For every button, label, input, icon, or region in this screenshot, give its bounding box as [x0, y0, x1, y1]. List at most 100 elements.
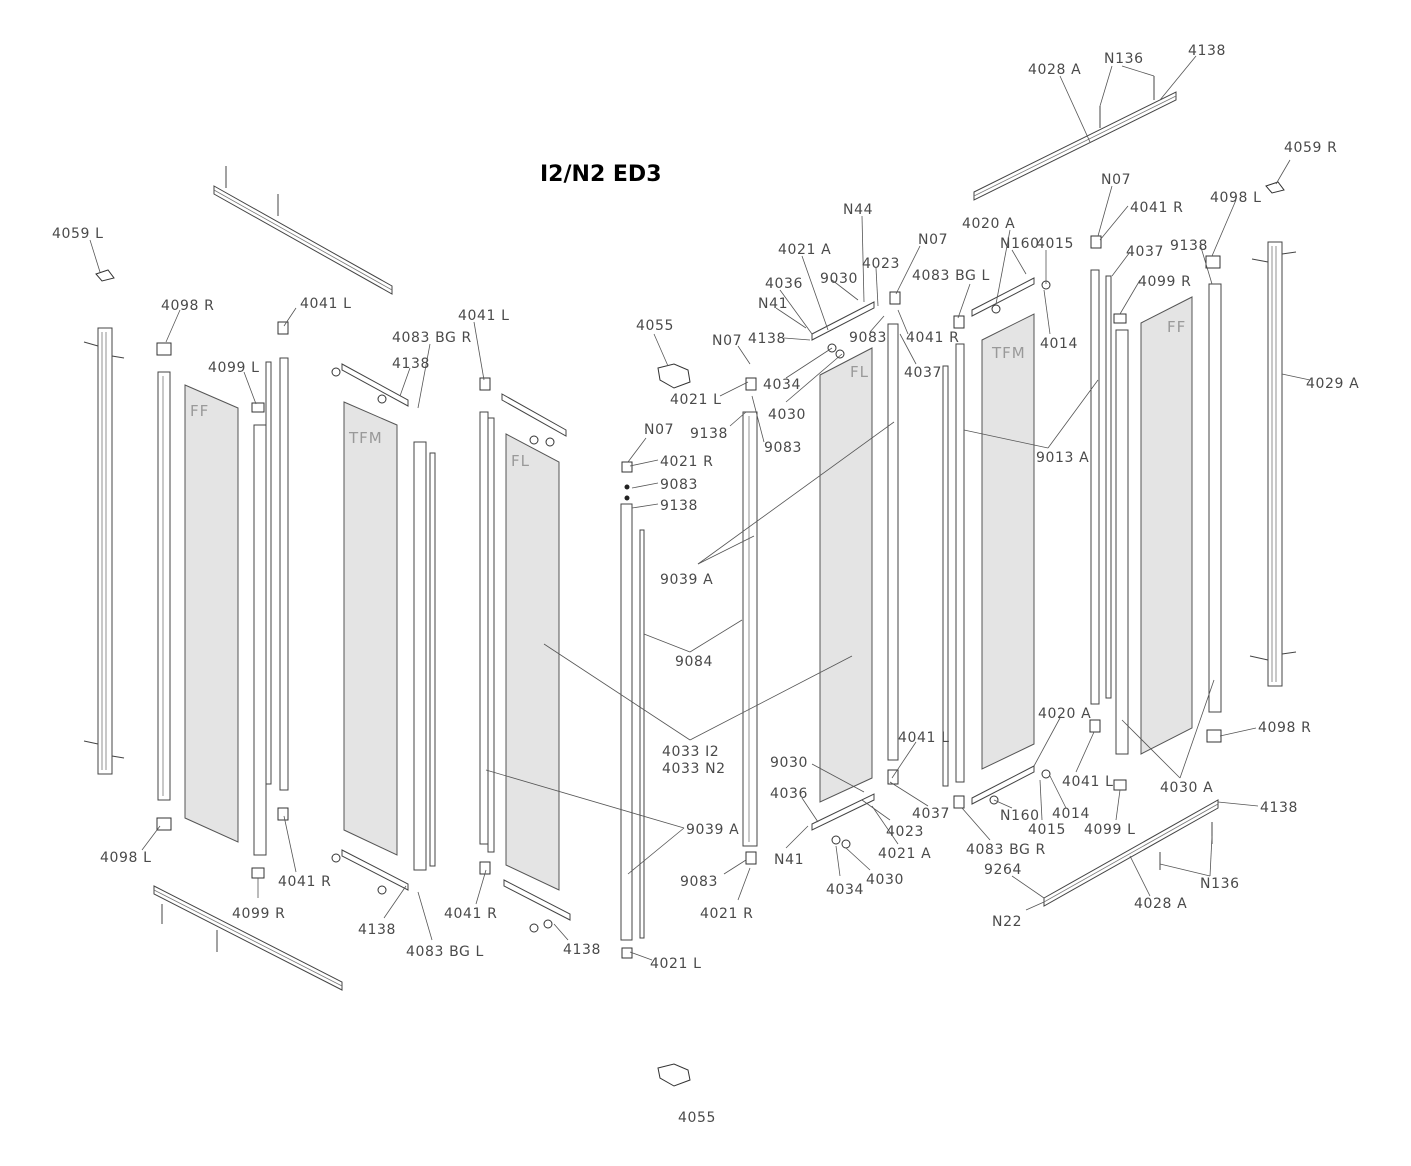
- label-4036-b: 4036: [770, 786, 808, 802]
- label-9083-c: 9083: [680, 874, 718, 890]
- label-4014-a: 4014: [1040, 336, 1078, 352]
- profile-central-corner: [620, 461, 645, 959]
- label-4099-r-r: 4099 R: [1138, 274, 1191, 290]
- label-9084: 9084: [675, 654, 713, 670]
- glass-label-tfm-right: TFM: [991, 344, 1026, 362]
- label-n07-a: N07: [712, 333, 742, 349]
- label-4033-i2: 4033 I2: [662, 744, 719, 760]
- label-9083-a: 9083: [764, 440, 802, 456]
- glass-label-ff-right: FF: [1167, 318, 1186, 336]
- label-4098-l-bot: 4098 L: [100, 850, 151, 866]
- label-9039-a-a: 9039 A: [660, 572, 713, 588]
- label-4028-a-bot: 4028 A: [1134, 896, 1187, 912]
- roller-bar-4021a-bottom: [811, 793, 875, 849]
- profile-4041-right: [1089, 235, 1112, 733]
- part-4059-left: [95, 269, 115, 282]
- profile-fl-left-vertical: [479, 377, 495, 875]
- profile-4099-left: [251, 361, 272, 879]
- part-4055-bottom: [657, 1063, 691, 1087]
- label-4037-b: 4037: [1126, 244, 1164, 260]
- label-4098-r-top: 4098 R: [161, 298, 214, 314]
- label-4138-e: 4138: [1188, 43, 1226, 59]
- label-n07-b: N07: [644, 422, 674, 438]
- label-9083-d: 9083: [849, 330, 887, 346]
- label-4021-r-b: 4021 R: [700, 906, 753, 922]
- roller-bar-fl-top: [501, 393, 567, 447]
- label-4021-l-b: 4021 L: [650, 956, 701, 972]
- profile-4099-right: [1113, 313, 1129, 791]
- glass-label-fl-left: FL: [511, 452, 530, 470]
- label-4138-d: 4138: [748, 331, 786, 347]
- label-4023-a: 4023: [862, 256, 900, 272]
- profile-fl-right-vertical: [742, 377, 758, 865]
- label-n07-c: N07: [918, 232, 948, 248]
- glass-label-ff-left: FF: [190, 402, 209, 420]
- label-9138-c: 9138: [1170, 238, 1208, 254]
- label-9030-a: 9030: [820, 271, 858, 287]
- label-4020-a-a: 4020 A: [962, 216, 1015, 232]
- label-4041-r-d: 4041 R: [1130, 200, 1183, 216]
- profile-4098-left: [156, 342, 172, 831]
- label-4083-bg-r-top: 4083 BG R: [392, 330, 472, 346]
- label-4021-r-a: 4021 R: [660, 454, 713, 470]
- label-4034-a: 4034: [763, 377, 801, 393]
- profile-4041-left: [277, 321, 289, 821]
- glass-panel-tfm-left: TFM: [343, 401, 398, 856]
- label-4037-a: 4037: [904, 365, 942, 381]
- label-4021-a-a: 4021 A: [778, 242, 831, 258]
- label-9138-a: 9138: [690, 426, 728, 442]
- label-4030-b: 4030: [866, 872, 904, 888]
- glass-panel-tfm-right: TFM: [981, 313, 1035, 770]
- label-4014-b: 4014: [1052, 806, 1090, 822]
- label-4059-left: 4059 L: [52, 226, 103, 242]
- label-4020-a-b: 4020 A: [1038, 706, 1091, 722]
- part-labels: 4059 L 4098 R 4099 L 4041 L 4083 BG R 41…: [52, 43, 1359, 1126]
- label-4041-l-d: 4041 L: [1062, 774, 1113, 790]
- profile-wall-left: [83, 327, 125, 775]
- label-9013-a: 9013 A: [1036, 450, 1089, 466]
- label-n136-bot: N136: [1200, 876, 1240, 892]
- label-n07-d: N07: [1101, 172, 1131, 188]
- label-4055-bot: 4055: [678, 1110, 716, 1126]
- label-4015-a: 4015: [1036, 236, 1074, 252]
- roller-bar-4020a-bottom: [971, 765, 1051, 805]
- label-4034-b: 4034: [826, 882, 864, 898]
- profile-wall-right: [1249, 241, 1297, 687]
- label-9039-a-b: 9039 A: [686, 822, 739, 838]
- glass-panel-ff-right: FF: [1140, 296, 1193, 755]
- label-4138-c: 4138: [563, 942, 601, 958]
- label-4059-r: 4059 R: [1284, 140, 1337, 156]
- label-n44: N44: [843, 202, 873, 218]
- label-4033-n2: 4033 N2: [662, 761, 726, 777]
- profile-4098-right: [1205, 255, 1222, 743]
- label-4015-b: 4015: [1028, 822, 1066, 838]
- roller-bar-tfm-bottom: [331, 849, 409, 895]
- label-9264: 9264: [984, 862, 1022, 878]
- label-4041-r-a: 4041 R: [278, 874, 331, 890]
- roller-bar-tfm-top: [331, 363, 409, 407]
- label-4021-l-a: 4021 L: [670, 392, 721, 408]
- rail-top-left: [213, 166, 393, 295]
- label-n41-a: N41: [758, 296, 788, 312]
- label-4099-l-top: 4099 L: [208, 360, 259, 376]
- label-4041-r-b: 4041 R: [444, 906, 497, 922]
- label-n160-a: N160: [1000, 236, 1040, 252]
- label-4138-b: 4138: [358, 922, 396, 938]
- label-4041-l-a: 4041 L: [300, 296, 351, 312]
- part-4055-top: [657, 363, 691, 389]
- label-4138-f: 4138: [1260, 800, 1298, 816]
- label-4028-a-top: 4028 A: [1028, 62, 1081, 78]
- label-n41-b: N41: [774, 852, 804, 868]
- label-n160-b: N160: [1000, 808, 1040, 824]
- label-4041-r-c: 4041 R: [906, 330, 959, 346]
- label-4083-bg-l-bot: 4083 BG L: [406, 944, 484, 960]
- label-4037-c: 4037: [912, 806, 950, 822]
- glass-panel-fl-left: FL: [505, 433, 560, 891]
- glass-panel-ff-left: FF: [184, 384, 239, 843]
- rail-top-right: [973, 76, 1177, 201]
- label-4023-b: 4023: [886, 824, 924, 840]
- label-4083-bg-r-r: 4083 BG R: [966, 842, 1046, 858]
- label-4083-bg-l-r: 4083 BG L: [912, 268, 990, 284]
- label-4098-l-r: 4098 L: [1210, 190, 1261, 206]
